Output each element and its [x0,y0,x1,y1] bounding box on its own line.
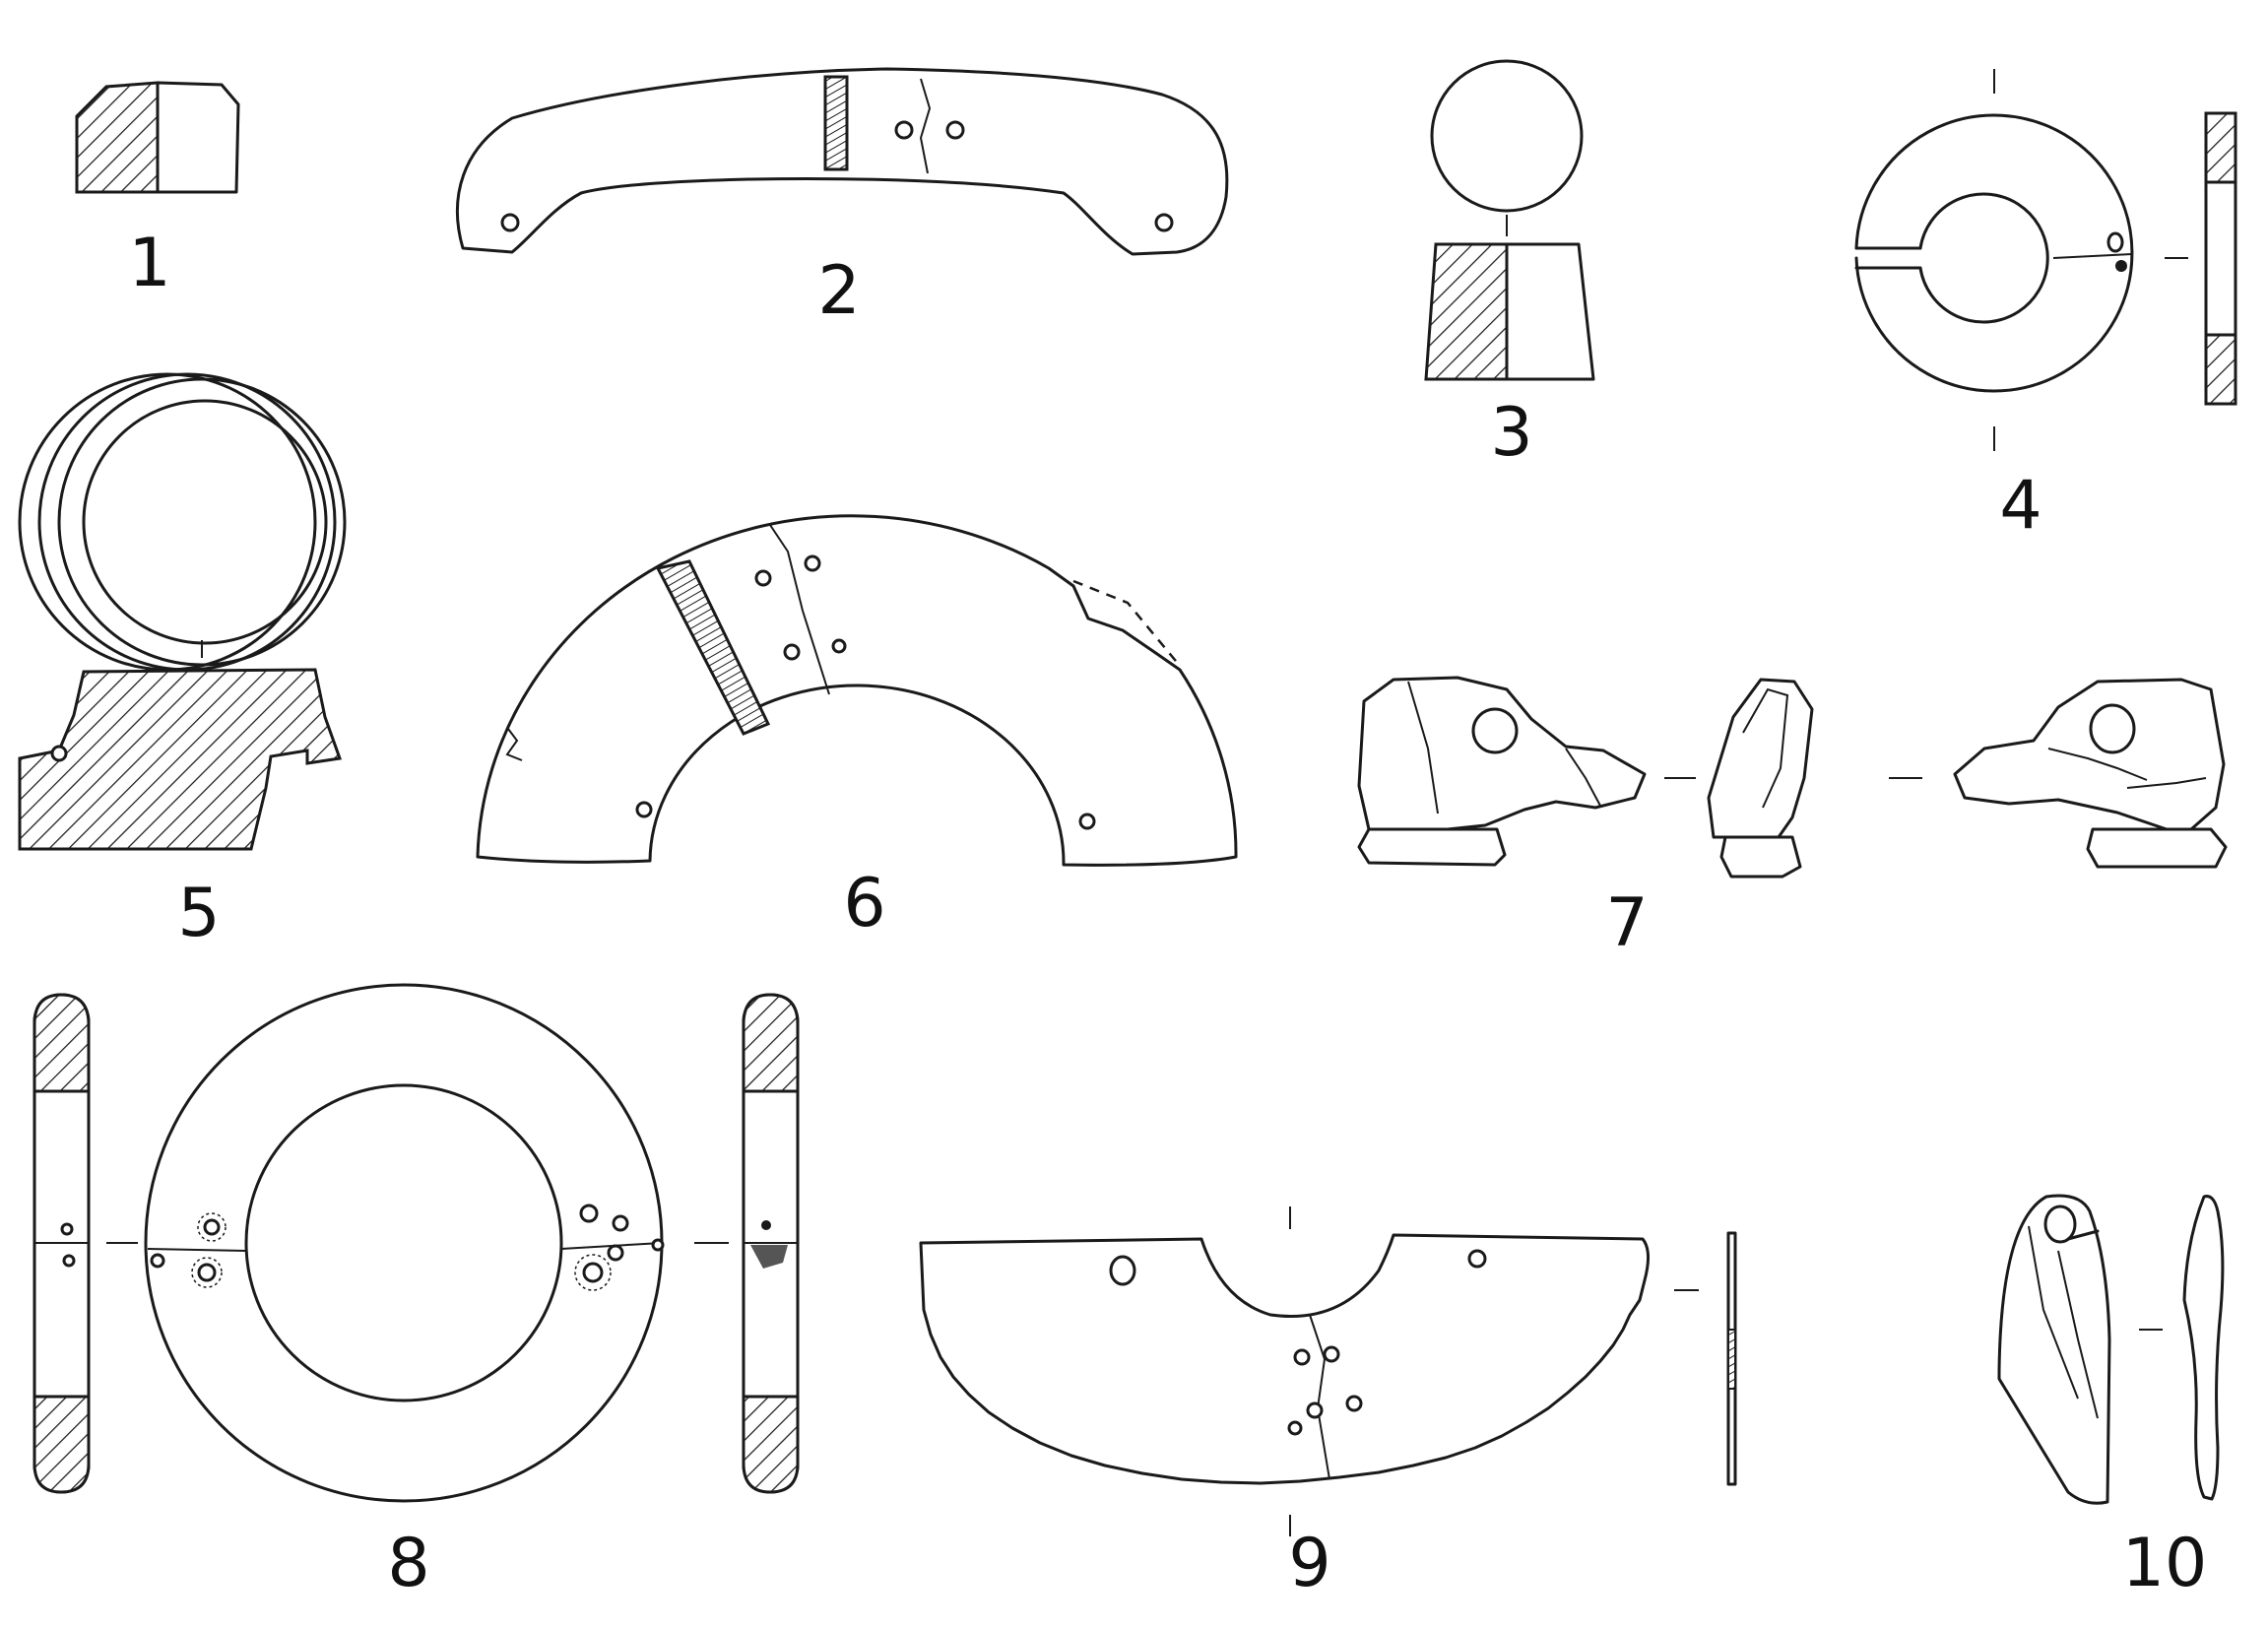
label-7: 7 [1605,884,1648,962]
label-6: 6 [843,865,885,943]
label-9: 9 [1288,1525,1330,1602]
artifact-1-section [75,81,240,194]
artifact-4-split-ring [1854,69,2237,451]
artifact-3-bead [1424,59,1595,381]
artifact-2-bar [455,67,1229,256]
artifact-8-ring [32,983,800,1503]
artifact-10-fragment [1997,1194,2225,1505]
artifact-9-pendant [919,1206,1737,1536]
label-5: 5 [177,875,220,952]
label-3: 3 [1490,394,1532,472]
label-4: 4 [1999,467,2041,545]
artifact-5-ring [18,372,347,851]
artifact-7-figure [1357,676,2228,879]
label-1: 1 [128,225,170,302]
label-10: 10 [2122,1525,2208,1602]
artifact-6-half-ring [476,514,1238,867]
label-2: 2 [817,252,860,330]
label-8: 8 [387,1525,429,1602]
